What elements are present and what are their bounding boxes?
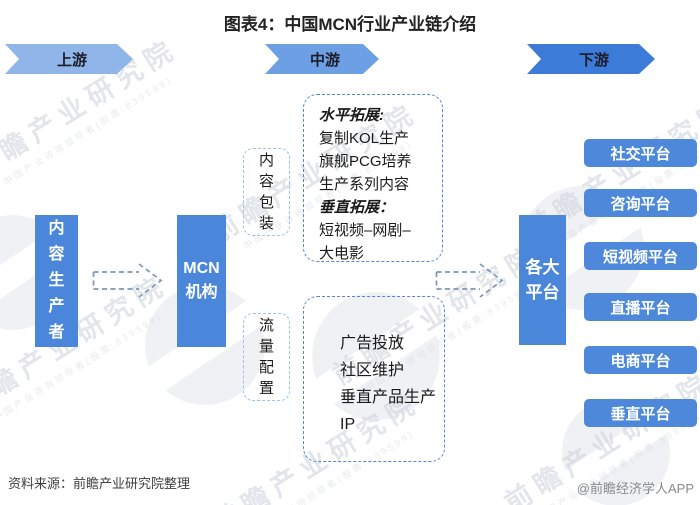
stage-label: 中游 bbox=[309, 51, 340, 69]
platform-item-vertical: 垂直平台 bbox=[584, 399, 697, 427]
operation-line: IP bbox=[340, 416, 356, 433]
expansion-line: 复制KOL生产 bbox=[319, 130, 410, 147]
source-note: 资料来源：前瞻产业研究院整理 bbox=[8, 476, 191, 491]
platform-item-consulting: 咨询平台 bbox=[584, 189, 697, 217]
content-packaging-label: 内容包装 bbox=[258, 152, 274, 232]
platforms-hub-line1: 各大 bbox=[525, 258, 560, 277]
content-producer-label: 内容生产者 bbox=[48, 220, 65, 341]
operation-line: 广告投放 bbox=[340, 335, 405, 352]
expansion-line: 生产系列内容 bbox=[319, 176, 410, 193]
mcn-label-line2: 机构 bbox=[185, 284, 218, 301]
expansion-strategy-box: 水平拓展: 复制KOL生产 旗舰PCG培养 生产系列内容 垂直拓展： 短视频–网… bbox=[303, 94, 443, 262]
platform-item-social: 社交平台 bbox=[584, 139, 697, 167]
expansion-line: 旗舰PCG培养 bbox=[319, 153, 412, 170]
platforms-hub-line2: 平台 bbox=[525, 283, 560, 302]
stage-label: 下游 bbox=[578, 51, 609, 69]
app-credit: @前瞻经济学人APP bbox=[576, 481, 694, 496]
mcn-organization-box: MCN 机构 bbox=[177, 215, 226, 347]
platform-item-ecommerce: 电商平台 bbox=[584, 346, 697, 374]
traffic-allocation-box: 流量配置 bbox=[243, 313, 290, 401]
expansion-line: 大电影 bbox=[319, 245, 365, 262]
platform-item-short-video: 短视频平台 bbox=[584, 242, 697, 270]
expansion-line: 水平拓展: bbox=[319, 107, 384, 124]
traffic-allocation-label: 流量配置 bbox=[258, 317, 274, 397]
content-packaging-box: 内容包装 bbox=[243, 148, 290, 236]
stage-banner-midstream: 中游 bbox=[265, 44, 379, 74]
page-title: 图表4：中国MCN行业产业链介绍 bbox=[223, 15, 477, 34]
flow-arrow-icon bbox=[435, 263, 504, 298]
flow-arrow-icon bbox=[92, 263, 163, 298]
operation-strategy-box: 广告投放 社区维护 垂直产品生产 IP bbox=[303, 296, 445, 462]
platform-item-livestream: 直播平台 bbox=[584, 293, 697, 321]
stage-banner-downstream: 下游 bbox=[527, 44, 655, 74]
mcn-label-line1: MCN bbox=[183, 260, 220, 277]
stage-banner-upstream: 上游 bbox=[5, 44, 133, 74]
operation-line: 垂直产品生产 bbox=[340, 389, 437, 406]
expansion-line: 垂直拓展： bbox=[319, 199, 395, 216]
stage-label: 上游 bbox=[56, 51, 87, 69]
content-producer-box: 内容生产者 bbox=[35, 215, 78, 347]
platforms-hub-box: 各大 平台 bbox=[519, 215, 566, 345]
operation-line: 社区维护 bbox=[340, 362, 405, 379]
expansion-line: 短视频–网剧– bbox=[319, 222, 411, 239]
